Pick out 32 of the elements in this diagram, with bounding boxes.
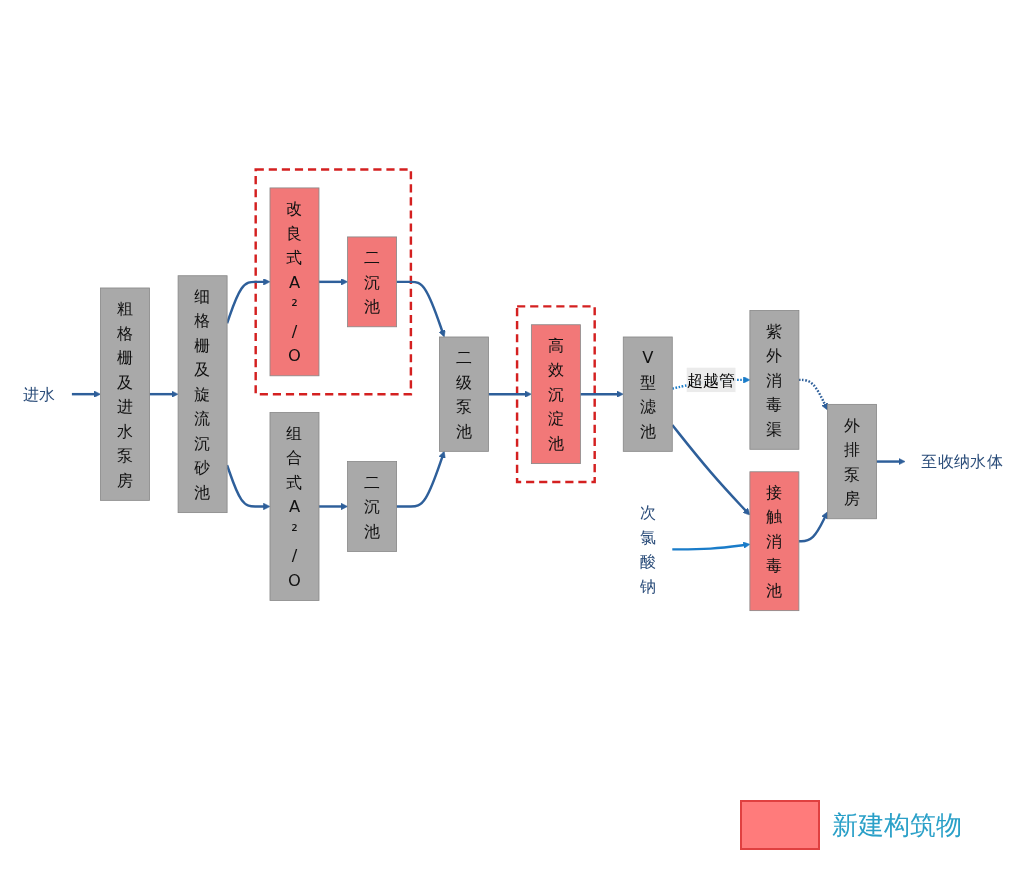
node-box: 组合式A²/O <box>269 412 320 601</box>
edge-label: 超越管 <box>686 369 736 390</box>
arrow <box>396 280 446 338</box>
arrow <box>319 278 348 286</box>
arrow <box>149 390 179 398</box>
node-box: 细格栅及旋流沉砂池 <box>177 275 228 513</box>
arrow <box>580 390 624 398</box>
node-text: 进水 <box>22 384 56 404</box>
node-box: 二级泵池 <box>439 336 489 452</box>
arrow <box>798 511 828 543</box>
node-text: 次氯酸钠 <box>639 502 656 596</box>
node-box: 改良式A²/O <box>269 187 320 377</box>
node-box: 接触消毒池 <box>749 471 800 611</box>
cluster <box>515 305 596 484</box>
node-box: 粗格栅及进水泵房 <box>100 287 150 501</box>
arrow <box>876 457 906 466</box>
arrow <box>71 390 101 398</box>
node-box: V型滤池 <box>622 336 673 452</box>
node-text: 至收纳水体 <box>921 451 1004 472</box>
legend-text: 新建构筑物 <box>832 808 962 842</box>
node-box: 二沉池 <box>347 461 397 552</box>
arrow <box>396 450 446 508</box>
arrow <box>488 390 532 398</box>
arrow <box>671 424 751 516</box>
node-box: 高效沉淀池 <box>530 324 581 464</box>
node-box: 紫外消毒渠 <box>749 309 800 450</box>
arrow <box>798 378 828 411</box>
node-box: 二沉池 <box>347 236 397 328</box>
cluster <box>254 168 413 396</box>
arrow <box>672 541 751 551</box>
arrow <box>319 502 348 510</box>
node-box: 外排泵房 <box>827 403 877 520</box>
